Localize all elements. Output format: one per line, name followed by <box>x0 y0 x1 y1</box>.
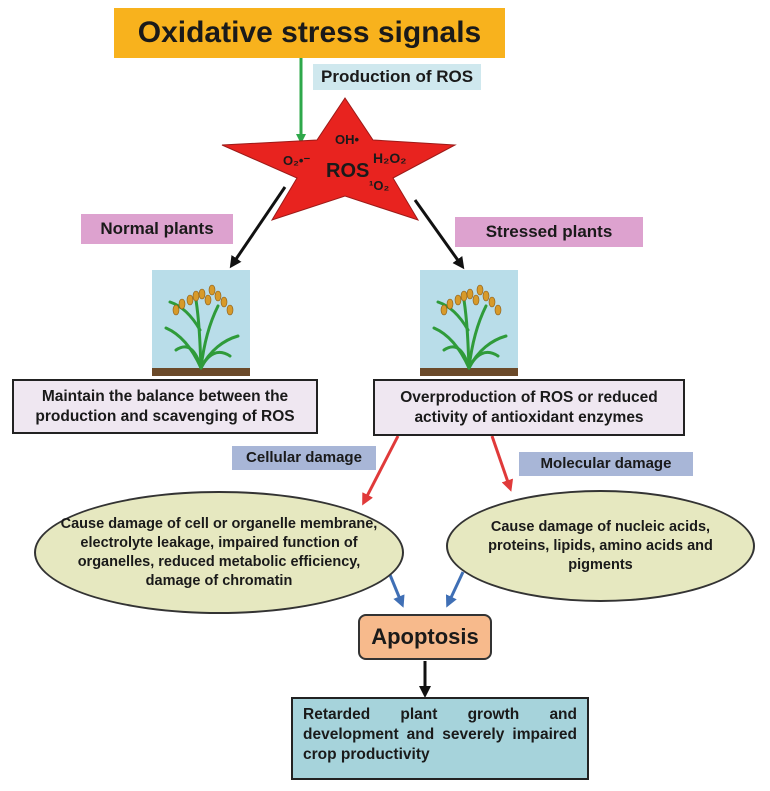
normal-outcome-box: Maintain the balance between the product… <box>12 379 318 434</box>
black-arrow-left <box>229 186 287 269</box>
black-arrow-right <box>413 199 465 270</box>
production-label: Production of ROS <box>313 64 482 90</box>
normal-plants-label: Normal plants <box>81 214 233 244</box>
stressed-plants-label: Stressed plants <box>455 217 643 247</box>
red-arrow-left <box>362 435 400 506</box>
ros-star <box>221 97 457 221</box>
result-text: Retarded plant growth and development an… <box>303 706 577 763</box>
result-box: Retarded plant growth and development an… <box>291 697 589 780</box>
hydroxyl-label: OH• <box>335 132 360 147</box>
hydrogen-peroxide-label: H₂O₂ <box>373 150 407 166</box>
molecular-damage-ellipse: Cause damage of nucleic acids, proteins,… <box>446 490 755 602</box>
cellular-damage-text: Cause damage of cell or organelle membra… <box>60 515 378 589</box>
molecular-damage-label: Molecular damage <box>519 452 693 476</box>
normal-outcome-text: Maintain the balance between the product… <box>35 387 295 425</box>
stressed-outcome-box: Overproduction of ROS or reduced activit… <box>373 379 685 436</box>
stressed-plant-image <box>420 270 518 376</box>
cellular-damage-ellipse: Cause damage of cell or organelle membra… <box>34 491 404 614</box>
stressed-outcome-text: Overproduction of ROS or reduced activit… <box>400 388 658 426</box>
ros-center-label: ROS <box>326 160 370 182</box>
normal-plant-image <box>152 270 250 376</box>
singlet-oxygen-label: ¹O₂ <box>369 178 390 193</box>
blue-arrow-right <box>445 571 465 608</box>
superoxide-label: O₂•⁻ <box>283 153 311 168</box>
cellular-damage-label: Cellular damage <box>232 446 376 470</box>
molecular-damage-text: Cause damage of nucleic acids, proteins,… <box>488 518 713 573</box>
title-banner: Oxidative stress signals <box>114 8 505 58</box>
apoptosis-box: Apoptosis <box>358 614 492 660</box>
red-arrow-right <box>490 435 514 492</box>
